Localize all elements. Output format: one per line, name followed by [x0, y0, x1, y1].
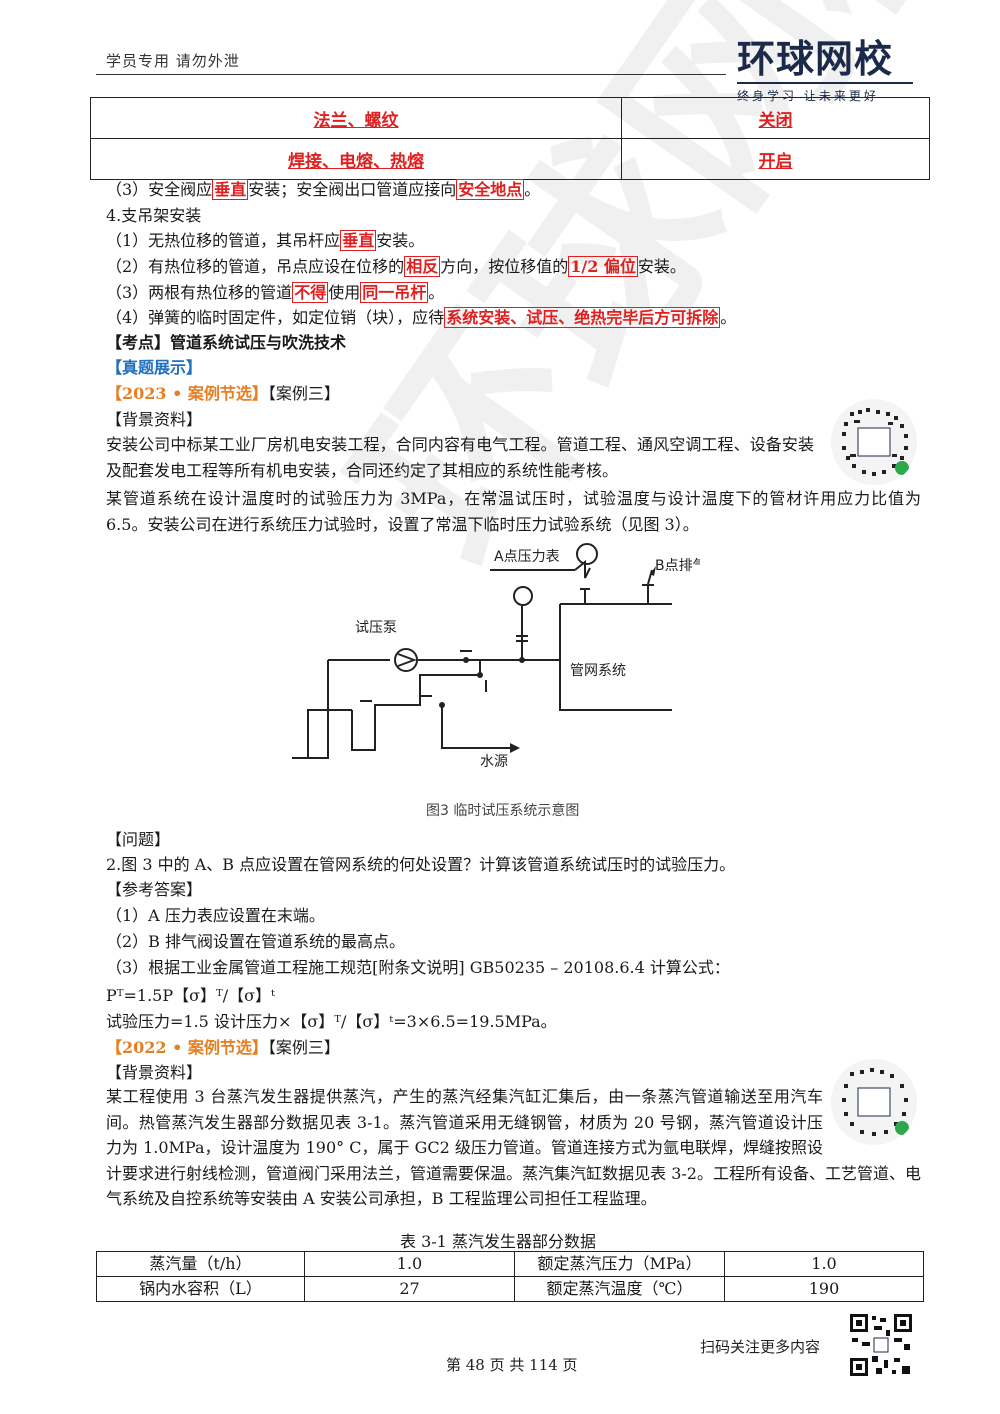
answer-heading: 【参考答案】 — [106, 880, 203, 899]
text-line: （3）安全阀应垂直安装；安全阀出口管道应接向安全地点。 — [106, 178, 540, 202]
background-text: 某工程使用 3 台蒸汽发生器提供蒸汽，产生的蒸汽经集汽缸汇集后，由一条蒸汽管道输… — [106, 1087, 921, 1208]
text: 方向，按位移值的 — [440, 257, 569, 276]
table-cell: 1.0 — [304, 1251, 515, 1277]
qr-code-icon — [848, 1312, 914, 1378]
highlight: 垂直 — [212, 179, 249, 200]
brand-logo: 环球网校 终身学习 让未来更好 — [737, 38, 917, 104]
text-line: （1）无热位移的管道，其吊杆应垂直安装。 — [106, 229, 424, 253]
table-row: 法兰、螺纹 关闭 — [90, 97, 930, 139]
highlight: 系统安装、试压、绝热完毕后方可拆除 — [444, 307, 721, 328]
table-cell: 关闭 — [621, 97, 930, 139]
steam-generator-table: 蒸汽量（t/h） 1.0 额定蒸汽压力（MPa） 1.0 锅内水容积（L） 27… — [96, 1251, 924, 1302]
text: （2）有热位移的管道，吊点应设在位移的 — [106, 257, 405, 276]
formula-result: 试验压力=1.5 设计压力×【σ】ᵀ/【σ】ᵗ=3×6.5=19.5MPa。 — [106, 1012, 557, 1031]
label-network: 管网系统 — [570, 663, 626, 679]
question-heading: 【问题】 — [106, 830, 171, 849]
case-year: 【2023 • 案例节选】 — [106, 384, 268, 403]
background-paragraph: 安装公司中标某工业厂房机电安装工程，合同内容有电气工程。管道工程、通风空调工程、… — [106, 435, 814, 480]
answer-line: （1）A 压力表应设置在末端。 — [106, 906, 325, 925]
header-notice: 学员专用 请勿外泄 — [106, 52, 240, 70]
text: 。 — [428, 283, 445, 302]
label-b: B点排气阀 — [655, 558, 700, 574]
background-heading: 【背景资料】 — [106, 1063, 203, 1082]
case-tag: 【2022 • 案例节选】【案例三】 — [106, 1036, 340, 1060]
table-cell: 27 — [304, 1276, 515, 1302]
header-divider — [96, 74, 726, 75]
table-cell: 法兰、螺纹 — [90, 97, 622, 139]
section-heading: 4.支吊架安装 — [106, 206, 202, 225]
highlight: 垂直 — [340, 230, 377, 251]
table-cell: 开启 — [621, 138, 930, 180]
highlight: 1/2 偏位 — [568, 256, 638, 277]
text: 使用 — [328, 283, 361, 302]
table-title: 表 3-1 蒸汽发生器部分数据 — [400, 1232, 596, 1251]
background-paragraph: 某工程使用 3 台蒸汽发生器提供蒸汽，产生的蒸汽经集汽缸汇集后，由一条蒸汽管道输… — [106, 1084, 921, 1212]
table-row: 蒸汽量（t/h） 1.0 额定蒸汽压力（MPa） 1.0 — [96, 1251, 924, 1277]
highlight: 同一吊杆 — [360, 282, 429, 303]
table-cell: 额定蒸汽压力（MPa） — [514, 1251, 725, 1277]
table-row: 焊接、电熔、热熔 开启 — [90, 138, 930, 180]
text: 安装。 — [637, 257, 686, 276]
highlight: 相反 — [404, 256, 441, 277]
text: 安装；安全阀出口管道应接向 — [248, 180, 457, 199]
table-cell: 额定蒸汽温度（℃） — [514, 1276, 725, 1302]
qr-code-icon — [831, 1059, 917, 1145]
figure-caption: 图3 临时试压系统示意图 — [426, 803, 580, 819]
exam-heading: 【真题展示】 — [106, 358, 203, 377]
case-tag: 【2023 • 案例节选】【案例三】 — [106, 382, 340, 406]
valve-table: 法兰、螺纹 关闭 焊接、电熔、热熔 开启 — [90, 97, 930, 180]
pressure-test-diagram: A点压力表 B点排气阀 试压泵 管网系统 水源 — [292, 543, 700, 770]
label-water: 水源 — [480, 754, 508, 770]
highlight: 不得 — [292, 282, 329, 303]
table-cell: 焊接、电熔、热熔 — [90, 138, 622, 180]
text: （1）无热位移的管道，其吊杆应 — [106, 231, 341, 250]
background-paragraph: 某管道系统在设计温度时的试验压力为 3MPa，在常温试压时，试验温度与设计温度下… — [106, 489, 921, 534]
text: 。 — [720, 308, 737, 327]
page-number: 第 48 页 共 114 页 — [446, 1356, 578, 1374]
formula: Pᵀ=1.5P【σ】ᵀ/【σ】ᵗ — [106, 986, 276, 1005]
case-number: 【案例三】 — [267, 384, 340, 403]
label-a: A点压力表 — [494, 549, 560, 565]
table-cell: 1.0 — [724, 1251, 924, 1277]
table-row: 锅内水容积（L） 27 额定蒸汽温度（℃） 190 — [96, 1276, 924, 1302]
text: 安装。 — [376, 231, 425, 250]
text: （3）两根有热位移的管道 — [106, 283, 293, 302]
question-text: 2.图 3 中的 A、B 点应设置在管网系统的何处设置？计算该管道系统试压时的试… — [106, 855, 736, 874]
case-number: 【案例三】 — [267, 1038, 340, 1057]
text: （4）弹簧的临时固定件，如定位销（块），应待 — [106, 308, 445, 327]
highlight: 安全地点 — [456, 179, 525, 200]
text-line: （4）弹簧的临时固定件，如定位销（块），应待系统安装、试压、绝热完毕后方可拆除。 — [106, 306, 736, 330]
scan-prompt: 扫码关注更多内容 — [700, 1338, 821, 1356]
logo-text: 环球网校 — [737, 37, 894, 81]
text: 。 — [524, 180, 541, 199]
text: （3）安全阀应 — [106, 180, 213, 199]
table-cell: 锅内水容积（L） — [96, 1276, 305, 1302]
background-heading: 【背景资料】 — [106, 410, 203, 429]
topic-heading: 【考点】管道系统试压与吹洗技术 — [106, 333, 347, 352]
answer-line: （2）B 排气阀设置在管道系统的最高点。 — [106, 932, 406, 951]
text-line: （3）两根有热位移的管道不得使用同一吊杆。 — [106, 281, 444, 305]
table-cell: 190 — [724, 1276, 924, 1302]
label-pump: 试压泵 — [355, 620, 397, 636]
table-cell: 蒸汽量（t/h） — [96, 1251, 305, 1277]
case-year: 【2022 • 案例节选】 — [106, 1038, 268, 1057]
answer-line: （3）根据工业金属管道工程施工规范[附条文说明] GB50235 – 20108… — [106, 958, 730, 977]
qr-code-icon — [831, 399, 917, 485]
